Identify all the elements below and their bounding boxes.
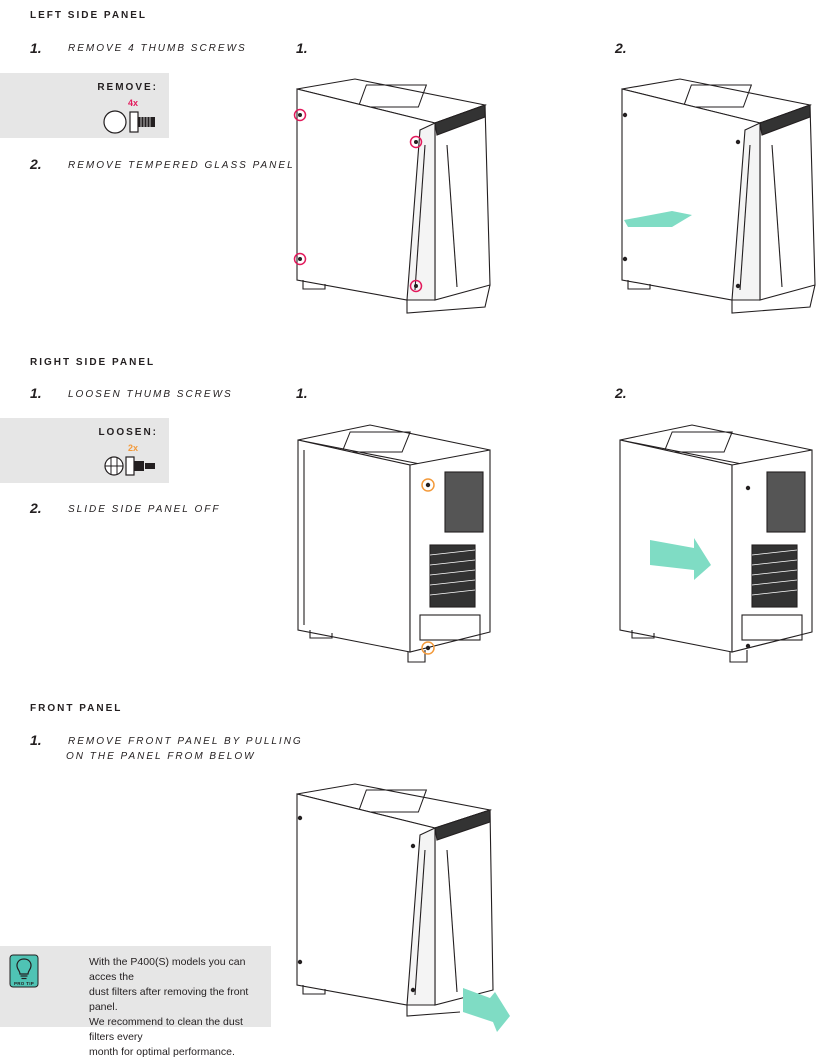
- pro-tip-line1: With the P400(S) models you can acces th…: [89, 956, 246, 983]
- left-step2-number: 2.: [30, 156, 42, 172]
- thumb-screw-loosen-icon: [104, 456, 155, 476]
- left-section-title: LEFT SIDE PANEL: [30, 10, 148, 21]
- right-figure1-label: 1.: [296, 385, 308, 401]
- loosen-callout: LOOSEN: 2x: [0, 418, 169, 483]
- right-step2-number: 2.: [30, 500, 42, 516]
- left-step2-text: REMOVE TEMPERED GLASS PANEL: [68, 160, 295, 171]
- right-step2-text: SLIDE SIDE PANEL OFF: [68, 504, 221, 515]
- front-step1-text-line1: REMOVE FRONT PANEL BY PULLING: [68, 736, 303, 747]
- slide-right-arrow: [650, 538, 711, 580]
- right-step1-number: 1.: [30, 385, 42, 401]
- pro-tip-line2: dust filters after removing the front pa…: [89, 986, 249, 1013]
- pull-front-arrow: [463, 988, 510, 1032]
- case-right-view-screws-illustration: [297, 424, 491, 663]
- left-figure1-label: 1.: [296, 40, 308, 56]
- pro-tip-line3: We recommend to clean the dust filters e…: [89, 1016, 243, 1043]
- left-step1-number: 1.: [30, 40, 42, 56]
- right-figure2-label: 2.: [615, 385, 627, 401]
- left-figure2-label: 2.: [615, 40, 627, 56]
- pro-tip-box: PRO TIP With the P400(S) models you can …: [0, 946, 271, 1058]
- case-left-view-panel-removal-illustration: [621, 78, 816, 314]
- case-left-view-screws-illustration: [293, 78, 491, 314]
- lightbulb-icon: [9, 954, 39, 988]
- thumb-screw-icon: [103, 110, 155, 134]
- front-step1-number: 1.: [30, 732, 42, 748]
- pro-tip-badge: PRO TIP: [13, 981, 35, 986]
- remove-callout-count: 4x: [127, 98, 138, 108]
- remove-callout: REMOVE: 4x: [0, 73, 169, 138]
- right-section-title: RIGHT SIDE PANEL: [30, 357, 156, 368]
- front-section-title: FRONT PANEL: [30, 703, 123, 714]
- remove-callout-label: REMOVE:: [97, 82, 158, 93]
- case-right-view-panel-removal-illustration: [619, 424, 813, 663]
- case-front-panel-removal-illustration: [296, 783, 510, 1032]
- slide-out-arrow: [624, 211, 692, 227]
- right-step1-text: LOOSEN THUMB SCREWS: [68, 389, 233, 400]
- loosen-callout-count: 2x: [127, 443, 138, 453]
- pro-tip-line4: month for optimal performance.: [89, 1046, 235, 1058]
- loosen-callout-label: LOOSEN:: [98, 427, 158, 438]
- front-step1-text-line2: ON THE PANEL FROM BELOW: [66, 751, 256, 762]
- left-step1-text: REMOVE 4 THUMB SCREWS: [68, 43, 247, 54]
- pro-tip-text: With the P400(S) models you can acces th…: [89, 955, 269, 1060]
